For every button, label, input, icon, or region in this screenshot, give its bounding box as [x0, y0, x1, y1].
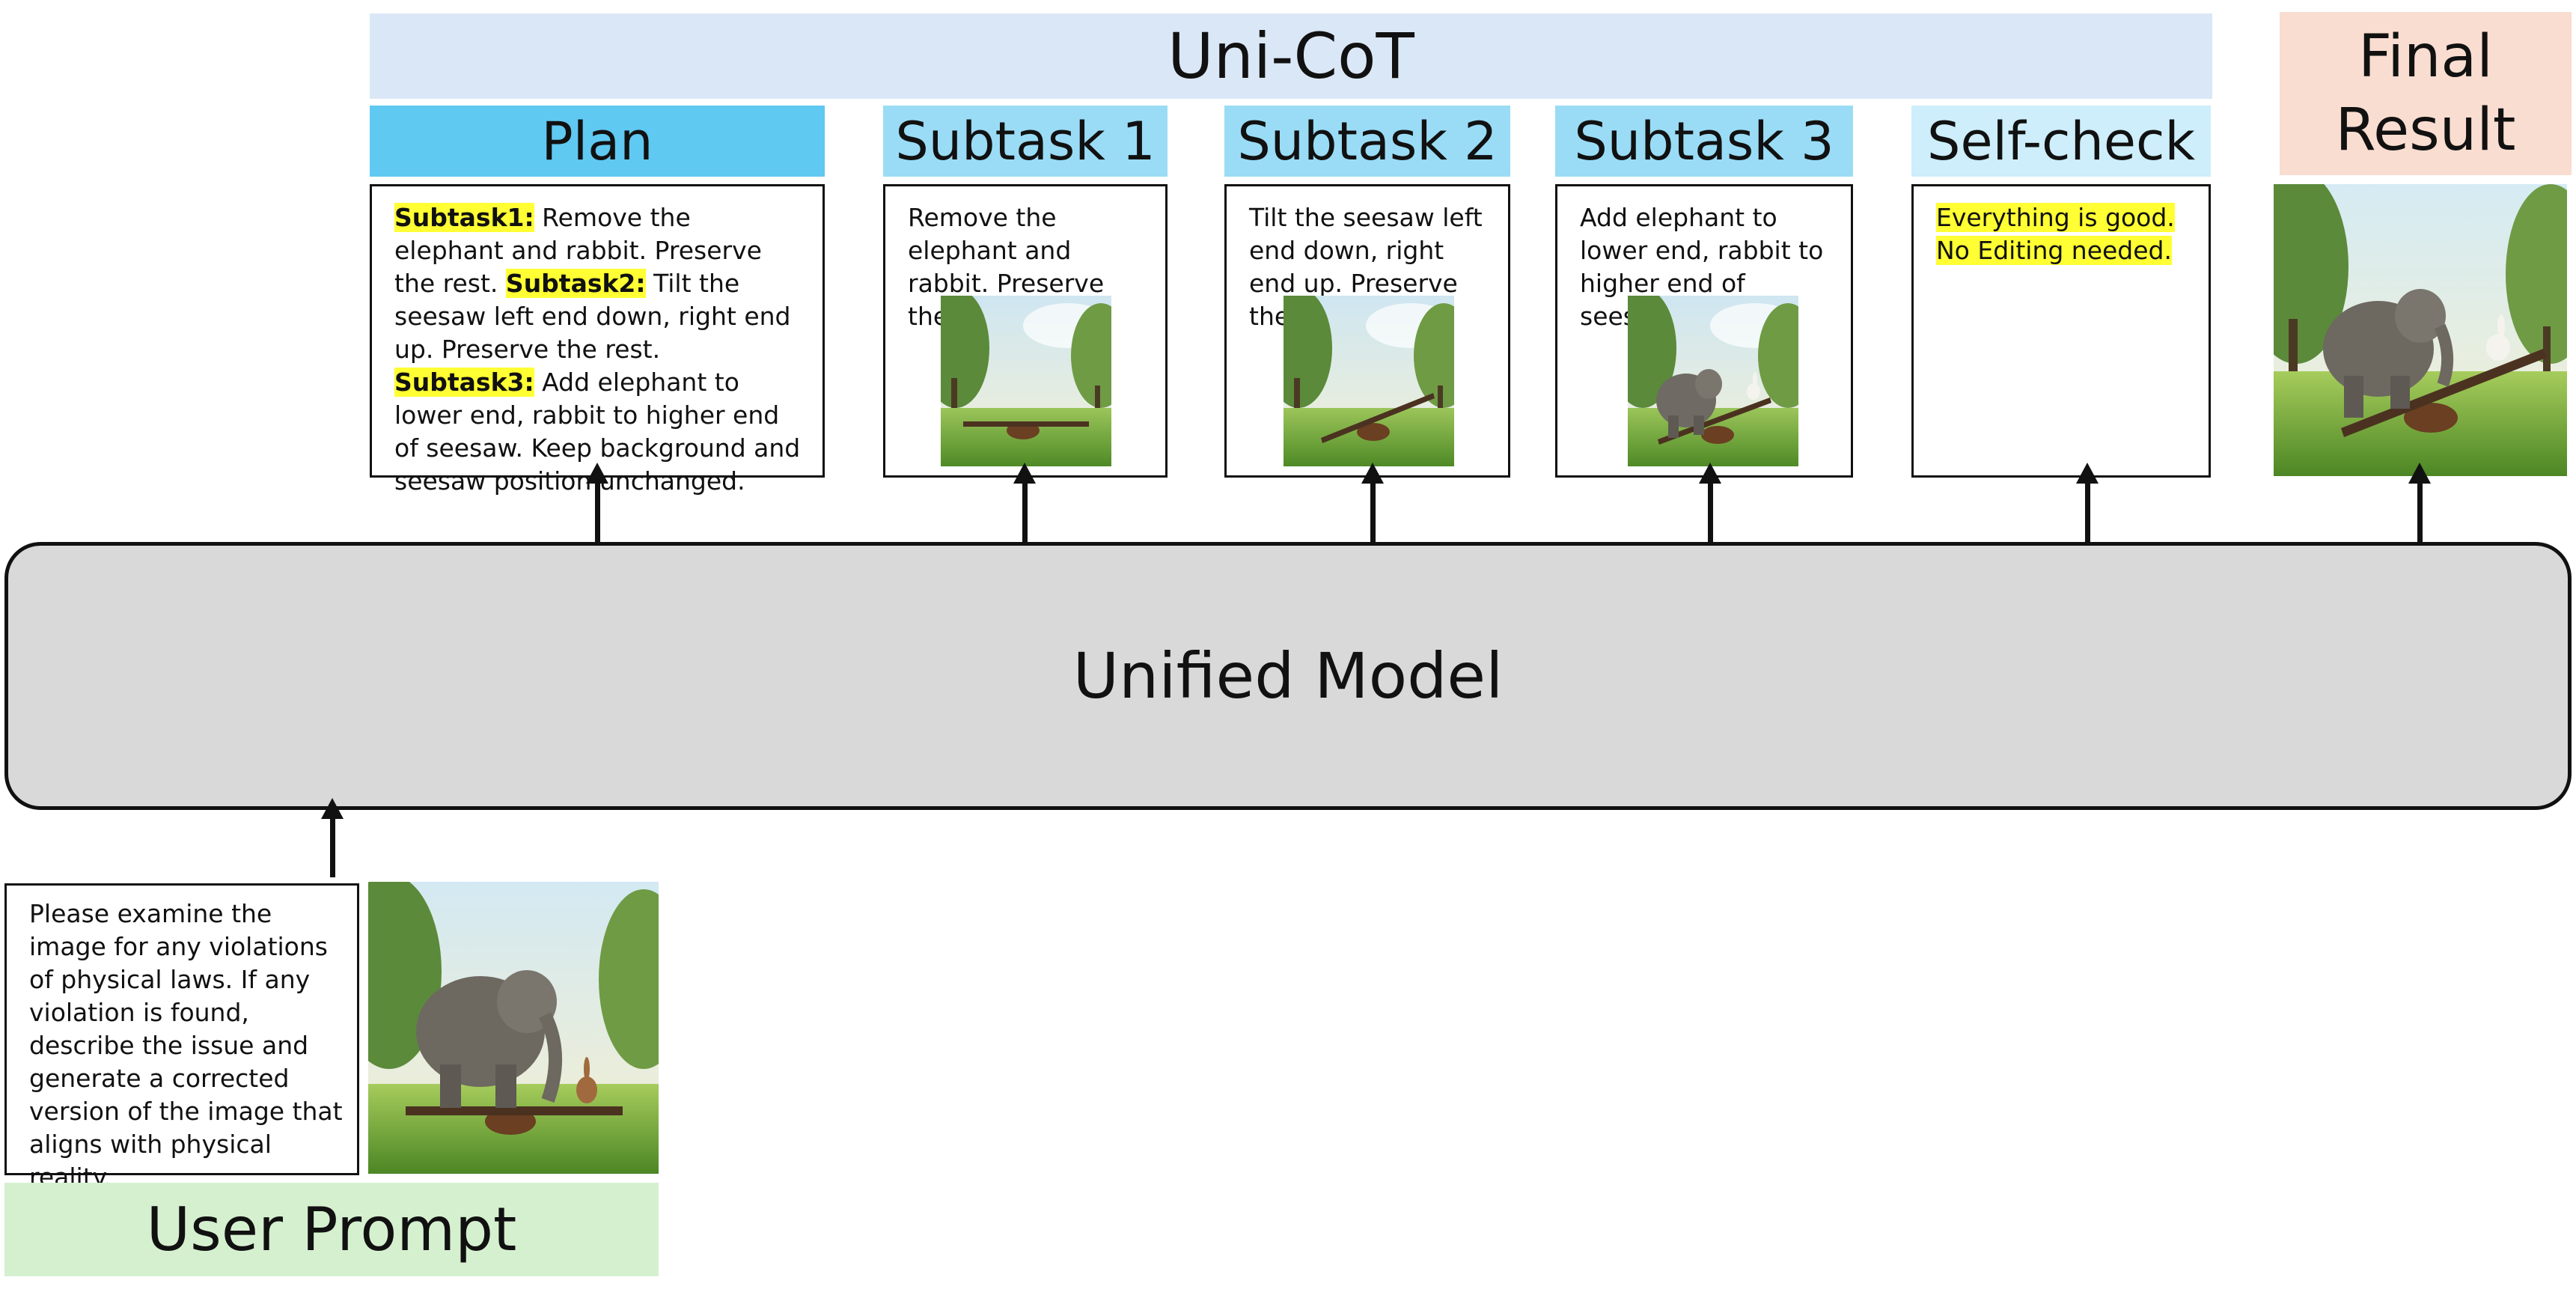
final-elephant-rabbit-seesaw-image	[2274, 184, 2567, 476]
final-result-label-line2: Result	[2335, 97, 2516, 164]
uni-cot-header: Uni-CoT	[370, 13, 2212, 99]
subtask2-box: Tilt the seesaw left end down, right end…	[1224, 184, 1510, 478]
plan-text: Subtask1: Remove the elephant and rabbit…	[394, 201, 806, 498]
park-seesaw-empty-image	[941, 296, 1111, 466]
subtask1-plan-text: Remove the elephant and rabbit. Preserve…	[394, 203, 762, 298]
park-seesaw-tilted-image	[1284, 296, 1454, 466]
arrow-to-final-result	[2408, 463, 2431, 542]
subtask2-tag: Subtask2:	[505, 269, 646, 298]
subtask2-header: Subtask 2	[1224, 106, 1510, 177]
arrow-to-plan	[586, 463, 608, 542]
user-prompt-text: Please examine the image for any violati…	[29, 899, 343, 1192]
subtask2-plan-text: Tilt the seesaw left end down, right end…	[394, 269, 791, 364]
self-check-header: Self-check	[1911, 106, 2211, 177]
final-result-header: Final Result	[2280, 12, 2572, 175]
self-check-line1: Everything is good.	[1936, 203, 2175, 232]
user-prompt-label: User Prompt	[4, 1183, 659, 1276]
input-elephant-rabbit-seesaw-image	[368, 882, 659, 1174]
self-check-line2: No Editing needed.	[1936, 236, 2172, 265]
arrow-to-subtask3	[1699, 463, 1721, 542]
final-result-label-line1: Final	[2358, 23, 2493, 91]
arrow-to-unified-model	[321, 798, 344, 877]
arrow-to-self-check	[2076, 463, 2099, 542]
subtask3-text: Add elephant to lower end, rabbit to hig…	[1580, 203, 1824, 331]
self-check-box: Everything is good. No Editing needed.	[1911, 184, 2211, 478]
plan-box: Subtask1: Remove the elephant and rabbit…	[370, 184, 825, 496]
subtask3-box: Add elephant to lower end, rabbit to hig…	[1555, 184, 1853, 478]
subtask2-text: Tilt the seesaw left end down, right end…	[1249, 203, 1483, 331]
self-check-text: Everything is good. No Editing needed.	[1936, 201, 2192, 267]
subtask3-plan-text: Add elephant to lower end, rabbit to hig…	[394, 368, 801, 496]
park-seesaw-elephant-rabbit-image	[1628, 296, 1798, 466]
subtask1-tag: Subtask1:	[394, 203, 534, 232]
subtask1-box: Remove the elephant and rabbit. Preserve…	[883, 184, 1168, 478]
user-prompt-box: Please examine the image for any violati…	[4, 883, 359, 1192]
subtask3-header: Subtask 3	[1555, 106, 1853, 177]
subtask1-header: Subtask 1	[883, 106, 1168, 177]
plan-header: Plan	[370, 106, 825, 177]
unified-model-box: Unified Model	[4, 542, 2572, 810]
arrow-to-subtask1	[1013, 463, 1036, 542]
arrow-to-subtask2	[1361, 463, 1384, 542]
subtask3-tag: Subtask3:	[394, 368, 534, 397]
